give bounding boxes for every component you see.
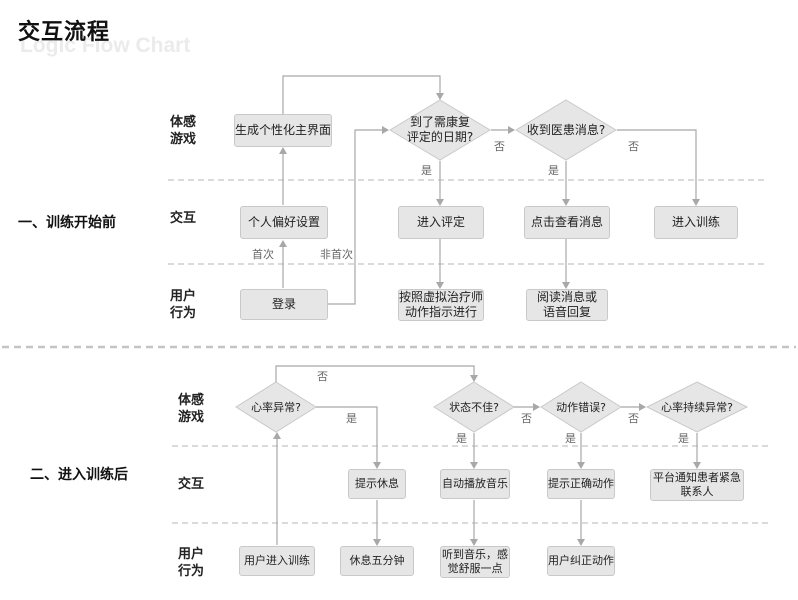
decision-heart-rate: 心率异常? bbox=[251, 400, 301, 414]
edge-label-yes: 是 bbox=[678, 432, 689, 445]
decision-diamond bbox=[389, 99, 491, 161]
node-rest-prompt: 提示休息 bbox=[348, 469, 406, 499]
edge-label-no: 否 bbox=[521, 412, 532, 425]
chart-title: 交互流程 bbox=[18, 20, 111, 45]
phase-label-after: 二、进入训练后 bbox=[30, 467, 128, 483]
edge-label-no: 否 bbox=[317, 370, 328, 383]
connector bbox=[328, 126, 389, 305]
edge-label-first: 首次 bbox=[252, 248, 274, 261]
edge-label-yes: 是 bbox=[346, 412, 357, 425]
decision-message: 收到医患消息? bbox=[526, 122, 606, 137]
lane-label-interaction: 交互 bbox=[178, 477, 205, 492]
phase-label-before: 一、训练开始前 bbox=[18, 215, 116, 231]
node-follow-therapist: 按照虚拟治疗师 动作指示进行 bbox=[398, 289, 484, 321]
decision-heart-rate-persistent: 心率持续异常? bbox=[661, 400, 733, 414]
lane-label-game: 体感 游戏 bbox=[170, 115, 197, 147]
connector bbox=[282, 75, 444, 114]
node-enter-training: 进入训练 bbox=[654, 206, 738, 239]
lane-label-interaction: 交互 bbox=[170, 211, 197, 226]
decision-diamond bbox=[433, 381, 515, 433]
connector bbox=[617, 129, 700, 206]
node-generate-home: 生成个性化主界面 bbox=[234, 114, 332, 147]
decision-diamond bbox=[645, 381, 749, 433]
node-feel-better: 听到音乐，感 觉舒服一点 bbox=[440, 546, 510, 578]
chart-subtitle: Logic Flow Chart bbox=[20, 34, 191, 57]
connector bbox=[316, 406, 381, 469]
node-auto-music: 自动播放音乐 bbox=[440, 469, 510, 499]
node-login: 登录 bbox=[240, 289, 328, 320]
edge-label-yes: 是 bbox=[421, 164, 432, 177]
decision-diamond bbox=[515, 99, 617, 161]
node-user-enter-training: 用户进入训练 bbox=[239, 546, 315, 576]
node-preference-settings: 个人偏好设置 bbox=[240, 206, 328, 239]
edge-label-yes: 是 bbox=[456, 432, 467, 445]
node-read-message: 阅读消息或 语音回复 bbox=[526, 289, 608, 321]
node-view-message: 点击查看消息 bbox=[524, 206, 610, 239]
lane-label-user: 用户 行为 bbox=[178, 547, 205, 579]
node-notify-contact: 平台通知患者紧急 联系人 bbox=[650, 469, 744, 501]
edge-label-no: 否 bbox=[628, 412, 639, 425]
decision-rehab-date: 到了需康复 评定的日期? bbox=[406, 115, 474, 144]
edge-label-yes: 是 bbox=[565, 432, 576, 445]
edge-label-no: 否 bbox=[628, 140, 639, 153]
edge-label-no: 否 bbox=[494, 140, 505, 153]
connector bbox=[275, 365, 478, 382]
node-rest-five-min: 休息五分钟 bbox=[340, 546, 414, 576]
lane-label-game: 体感 游戏 bbox=[178, 393, 205, 425]
node-enter-evaluation: 进入评定 bbox=[398, 206, 484, 239]
decision-diamond bbox=[540, 381, 622, 433]
edge-label-not-first: 非首次 bbox=[320, 248, 353, 261]
decision-bad-state: 状态不佳? bbox=[449, 400, 499, 414]
node-correct-prompt: 提示正确动作 bbox=[547, 469, 615, 499]
lane-label-user: 用户 行为 bbox=[170, 289, 197, 321]
edge-label-yes: 是 bbox=[548, 164, 559, 177]
decision-action-error: 动作错误? bbox=[556, 400, 606, 414]
node-user-correct: 用户纠正动作 bbox=[547, 546, 615, 576]
